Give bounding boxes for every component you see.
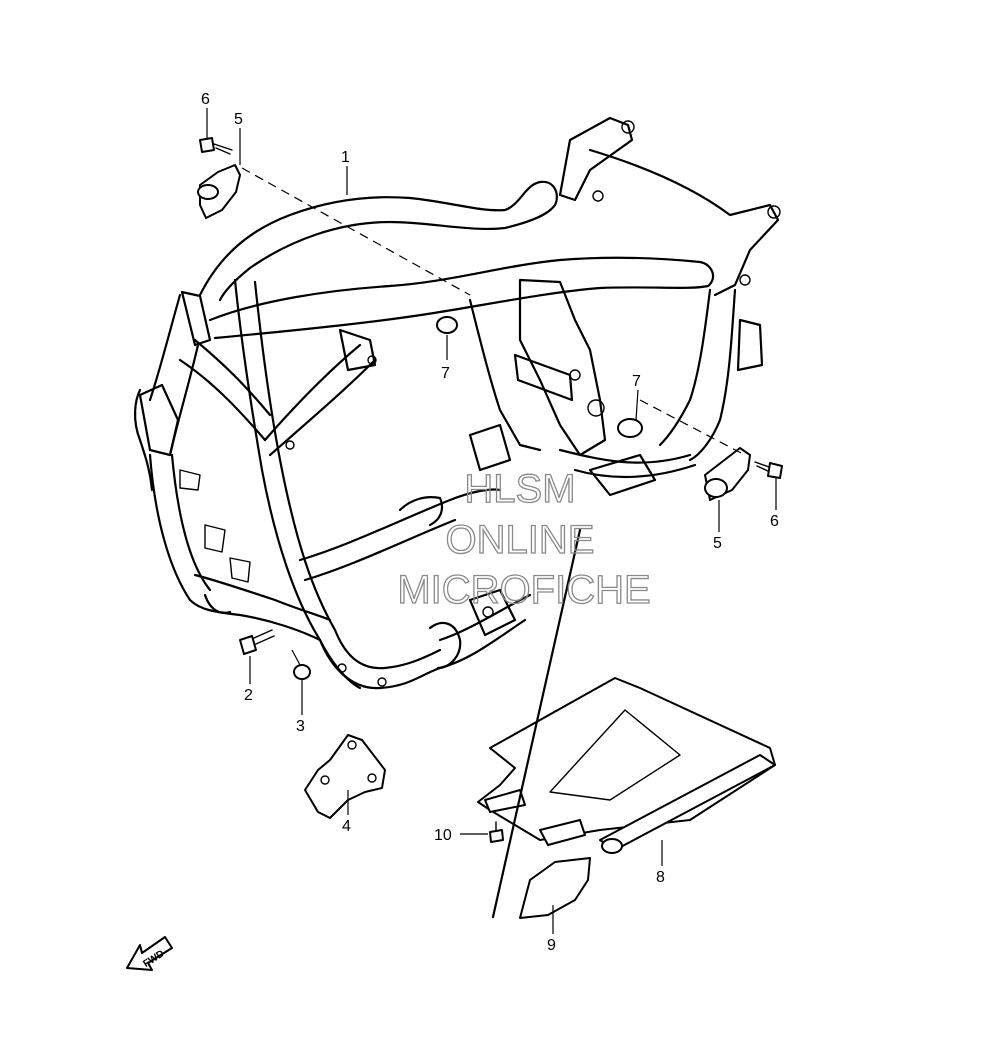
callout-6-left: 6: [201, 91, 210, 108]
leader-lines: [206, 108, 777, 934]
watermark-line1: HLSM: [464, 467, 575, 511]
callout-9: 9: [547, 937, 556, 954]
cap-7b: [617, 418, 643, 438]
callout-5-right: 5: [713, 535, 722, 552]
bolt-right-6: [754, 461, 783, 479]
callout-10: 10: [434, 827, 452, 844]
callout-6-right: 6: [770, 513, 779, 530]
watermark-line2: ONLINE: [446, 518, 595, 562]
nut-3: [291, 649, 311, 680]
callout-labels: 6 5 1 7 7 5 6 2 3 4 10 8 9: [201, 91, 779, 954]
fwd-arrow-icon: FWD: [126, 936, 173, 971]
bolt-left-6: [199, 137, 233, 155]
callout-1: 1: [341, 149, 350, 166]
callout-2: 2: [244, 687, 253, 704]
cap-7a: [436, 316, 458, 334]
callout-7-right: 7: [632, 373, 641, 390]
bracket-4: [304, 734, 386, 819]
bracket-left-5: [197, 164, 471, 296]
watermark-line3: MICROFICHE: [397, 568, 650, 612]
callout-5-left: 5: [234, 111, 243, 128]
callout-7-left: 7: [441, 365, 450, 382]
callout-3: 3: [296, 718, 305, 735]
callout-8: 8: [656, 869, 665, 886]
frame-body: [134, 116, 781, 690]
watermark: HLSM ONLINE MICROFICHE: [397, 466, 652, 612]
bracket-right-5: [639, 399, 751, 501]
cover-8: [477, 677, 776, 854]
bolt-10: [489, 821, 504, 843]
bolt-2: [239, 629, 275, 655]
callout-4: 4: [342, 818, 351, 835]
